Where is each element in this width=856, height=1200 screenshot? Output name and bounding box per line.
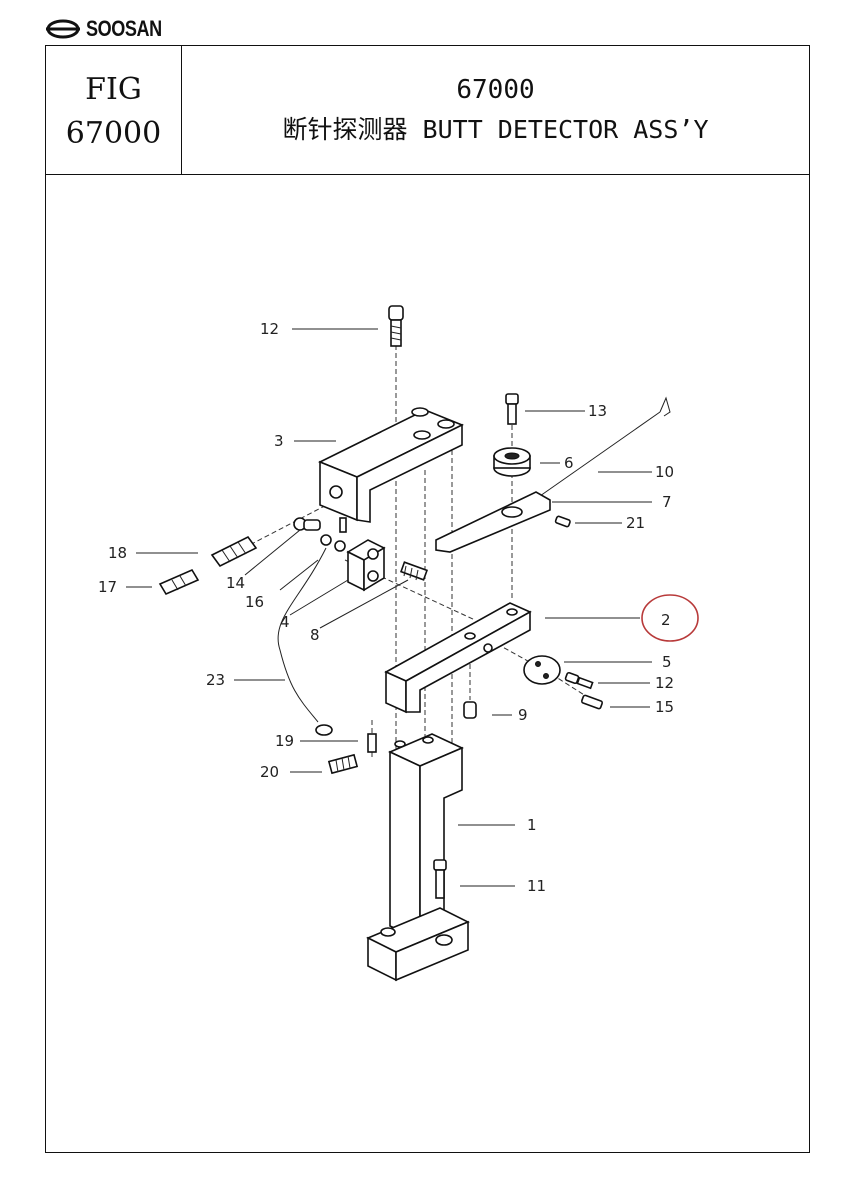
callout-21: 21 (626, 514, 645, 532)
highlight-circle-part-2 (641, 594, 699, 642)
part-3-block (318, 407, 464, 523)
title-cell: 67000 断针探测器 BUTT DETECTOR ASS’Y (182, 46, 809, 198)
part-9-stud (463, 701, 477, 719)
callout-9: 9 (518, 706, 528, 724)
callout-labels: 12 13 3 6 10 7 21 18 14 17 16 4 8 2 5 12… (98, 320, 674, 895)
drawing-frame: FIG 67000 67000 断针探测器 BUTT DETECTOR ASS’… (45, 45, 810, 1153)
part-12-screw-lower (564, 671, 594, 690)
callout-7: 7 (662, 493, 672, 511)
part-6-bushing (493, 447, 531, 477)
fig-number: 67000 (65, 116, 162, 151)
callout-3: 3 (274, 432, 284, 450)
callout-5: 5 (662, 653, 672, 671)
fig-cell: FIG 67000 (46, 46, 182, 174)
callout-4: 4 (280, 613, 290, 631)
part-11-screw (433, 859, 447, 899)
part-19-screw (367, 733, 377, 753)
title-number: 67000 (456, 75, 535, 105)
callout-17: 17 (98, 578, 117, 596)
part-8-spring (399, 561, 429, 581)
part-18-connector (210, 535, 258, 568)
callout-12-lower: 12 (655, 674, 674, 692)
callout-15: 15 (655, 698, 674, 716)
part-21-screw (554, 515, 571, 528)
part-1-column (366, 733, 470, 982)
callout-20: 20 (260, 763, 279, 781)
callout-2: 2 (661, 611, 671, 629)
callout-1: 1 (527, 816, 537, 834)
brand: SOOSAN (46, 16, 178, 42)
callout-11: 11 (527, 877, 546, 895)
part-16-ring (320, 517, 347, 552)
callout-23: 23 (206, 671, 225, 689)
callout-13: 13 (588, 402, 607, 420)
part-15-screw (580, 694, 604, 710)
callout-12: 12 (260, 320, 279, 338)
callout-8: 8 (310, 626, 320, 644)
part-17-connector (158, 568, 200, 596)
part-13-screw (505, 393, 519, 425)
part-10-wire (539, 396, 671, 497)
title-text: 断针探测器 BUTT DETECTOR ASS’Y (282, 115, 709, 144)
brand-name: SOOSAN (86, 16, 162, 41)
callout-18: 18 (108, 544, 127, 562)
part-4-sensor-block (346, 539, 386, 592)
part-20-spring (327, 753, 359, 775)
title-block: FIG 67000 67000 断针探测器 BUTT DETECTOR ASS’… (46, 46, 809, 175)
part-23-ground-wire (277, 547, 333, 736)
part-7-lever (435, 491, 551, 553)
part-12-screw-top (388, 305, 404, 347)
callout-19: 19 (275, 732, 294, 750)
part-14-fitting (293, 517, 321, 531)
callout-16: 16 (245, 593, 264, 611)
part-5-disc (523, 655, 561, 685)
callout-6: 6 (564, 454, 574, 472)
part-2-arm (384, 602, 532, 714)
callout-14: 14 (226, 574, 245, 592)
leader-lines (126, 328, 652, 887)
fig-label: FIG (85, 72, 142, 107)
soosan-logo-icon (46, 19, 80, 39)
callout-10: 10 (655, 463, 674, 481)
